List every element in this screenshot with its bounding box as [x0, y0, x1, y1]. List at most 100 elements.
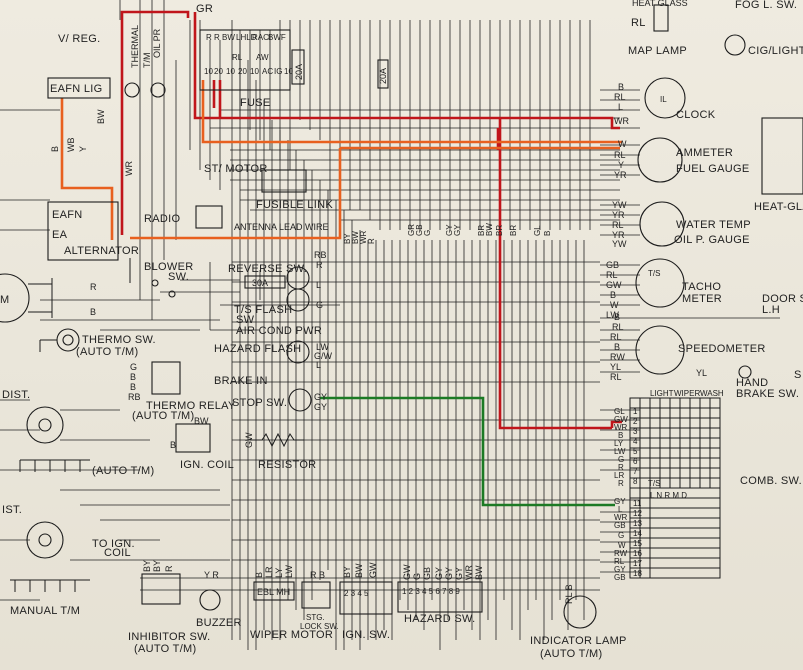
comb-pin-7: 7	[633, 467, 638, 476]
amm-wire-1: W	[618, 139, 627, 149]
wr-vertical-label: WR	[124, 161, 134, 176]
indicator-wires: RL B	[564, 584, 574, 604]
buzzer-wires: Y R	[204, 570, 219, 580]
vreg-label: V/ REG.	[58, 33, 100, 45]
motor-m-label: M	[0, 294, 9, 306]
ts-flash-sw-label: SW	[236, 314, 255, 326]
comb-wire-1: GL	[614, 407, 625, 416]
clock-il: IL	[660, 95, 667, 104]
stg-lock-label-1: STG.	[306, 613, 325, 622]
ammeter-gauge	[637, 137, 683, 183]
stg-wires: R B	[310, 570, 325, 580]
relay-wire-1: G	[130, 362, 137, 372]
fuse-rating-7: IG	[274, 67, 282, 76]
comb-wire-7: G	[618, 455, 624, 464]
fuse-col-4: LHLD	[236, 33, 257, 42]
harness-label-11: BW	[485, 223, 494, 236]
hazard-wire-5: GY	[444, 567, 454, 580]
st-motor-box	[261, 169, 307, 193]
thermo-switch	[39, 328, 80, 352]
comb-wire-5: LY	[614, 439, 624, 448]
fuse-20a-label: 20A	[294, 64, 304, 80]
comb-header-light: LIGHT	[650, 389, 674, 398]
hazard-wire-1: GW	[402, 564, 412, 580]
comb-pin-6: 6	[633, 457, 638, 466]
hazard-flash-label: HAZARD FLASH	[214, 343, 301, 355]
inhibitor-wire-2: BY	[152, 560, 162, 572]
speedo-wire-2: B	[614, 342, 620, 352]
fuse-rating-8: 10	[284, 67, 293, 76]
thermo-sw-auto-label: (AUTO T/M)	[76, 346, 138, 358]
ign-wire-2: BW	[354, 563, 364, 578]
comb-pin-1: 1	[633, 407, 638, 416]
ammeter-label: AMMETER	[676, 147, 733, 159]
comb-bwire-10: GB	[614, 573, 626, 582]
fuse-col-8: AW	[256, 53, 269, 62]
comb-wire-2: GW	[614, 415, 628, 424]
wb-wb-label: WB	[66, 138, 76, 153]
ts-flash-label: T/S FLASH	[234, 304, 292, 316]
harness-label-15: B	[543, 231, 552, 236]
heat-glass-box	[761, 117, 803, 195]
manual-tm-label: MANUAL T/M	[10, 605, 80, 617]
blower-label: BLOWER	[144, 261, 193, 273]
speedometer-label: SPEEDOMETER	[678, 343, 766, 355]
ign-wire-3: GW	[368, 562, 378, 578]
stop-gy-1: GY	[314, 392, 327, 402]
water-yw: YW	[612, 200, 627, 210]
clock-gauge	[644, 77, 686, 119]
comb-bpin-5: 15	[633, 539, 642, 548]
oil-pr-label: OIL PR	[152, 28, 162, 58]
comb-pin-3: 3	[633, 427, 638, 436]
distributor-manual	[10, 521, 90, 592]
blower-switch	[129, 258, 176, 298]
comb-bwire-9: GY	[614, 565, 626, 574]
comb-bwire-3: WR	[614, 513, 628, 522]
reverse-l: L	[316, 280, 321, 290]
comb-wire-6: LW	[614, 447, 626, 456]
hazard-wire-3: GB	[422, 567, 432, 580]
distributor-auto	[19, 406, 90, 472]
wiper-motor-box	[253, 581, 295, 601]
tacho-wire-5: W	[610, 300, 619, 310]
tacho-wire-2: RL	[606, 270, 618, 280]
fuse-col-3: BW	[222, 33, 235, 42]
fusible-link-label: FUSIBLE LINK	[256, 199, 333, 211]
inhibitor-wire-3: R	[164, 565, 174, 572]
fuse-20a-2-label: 20A	[378, 68, 388, 84]
wiper-wire-3: LY	[274, 568, 284, 578]
fuel-gauge-label: FUEL GAUGE	[676, 163, 750, 175]
resistor-label: RESISTOR	[258, 459, 316, 471]
tacho-wire-6: LW	[606, 310, 619, 320]
right-edge-s: S	[794, 369, 802, 381]
fuse-30a-box	[244, 275, 286, 289]
fog-sw-label: FOG L. SW.	[735, 0, 797, 11]
comb-ts-cols: L N R M D	[650, 491, 687, 500]
harness-label-13: BR	[509, 225, 518, 236]
oil-p-gauge-label: OIL P. GAUGE	[674, 234, 750, 246]
comb-pin-4: 4	[633, 437, 638, 446]
comb-wire-3: WR	[614, 423, 628, 432]
clock-b: B	[618, 82, 624, 92]
relay-wire-4: RB	[128, 392, 141, 402]
comb-bwire-8: RL	[614, 557, 625, 566]
reverse-rb: RB	[314, 250, 327, 260]
map-lamp-label: MAP LAMP	[628, 45, 687, 57]
dist-manual-label: IST.	[2, 504, 22, 516]
tacho-wire-4: B	[610, 290, 616, 300]
hand-brake-label-2: BRAKE SW.	[736, 388, 799, 400]
brake-in-label: BRAKE IN	[214, 375, 268, 387]
harness-label-1: BY	[343, 233, 352, 244]
speedo-wire-3: RW	[610, 352, 625, 362]
blower-sw-label: SW.	[168, 271, 189, 283]
ts-flash-g: G	[316, 300, 323, 310]
vreg-terms-label: EAFN LIG	[50, 83, 103, 95]
harness-label-6: GB	[415, 224, 424, 236]
ign-coil-auto-label: (AUTO T/M)	[92, 465, 154, 477]
fuse-col-2: R	[214, 33, 220, 42]
ign-coil-bw: BW	[194, 416, 209, 426]
comb-bwire-2: L	[618, 505, 623, 514]
comb-sw-label: COMB. SW.	[740, 475, 802, 487]
map-lamp-box	[653, 4, 669, 32]
inhibitor-box	[141, 573, 181, 605]
